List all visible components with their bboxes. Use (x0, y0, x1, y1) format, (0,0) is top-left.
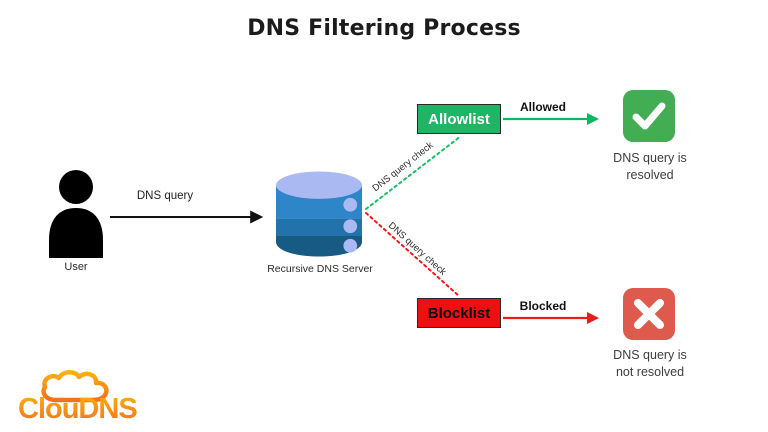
blocklist-box: Blocklist (417, 298, 501, 328)
not-resolved-caption: DNS query is not resolved (600, 347, 700, 381)
block-check-label: DNS query check (385, 220, 449, 278)
allow-check-label: DNS query check (370, 139, 436, 195)
resolved-caption-line1: DNS query is (613, 151, 687, 165)
allowlist-box: Allowlist (417, 104, 501, 134)
resolved-caption: DNS query is resolved (600, 150, 700, 184)
user-label: User (64, 261, 88, 273)
cloud-icon (41, 370, 109, 403)
cloudns-logo-text: ClouDNS (18, 393, 137, 424)
query-not-resolved-icon-box (623, 288, 675, 340)
dns-query-label: DNS query (136, 190, 194, 202)
block-check-dotted-line (365, 212, 460, 297)
cross-icon (634, 299, 664, 329)
page-title: DNS Filtering Process (247, 16, 521, 41)
allowed-label: Allowed (519, 100, 566, 114)
not-resolved-caption-line1: DNS query is (613, 348, 687, 362)
blocked-label: Blocked (519, 299, 567, 313)
server-node (276, 171, 362, 263)
database-cylinder-icon (276, 171, 362, 257)
checkmark-icon (632, 102, 666, 130)
user-node (44, 170, 108, 263)
query-resolved-icon-box (623, 90, 675, 142)
person-silhouette-icon (49, 170, 103, 258)
allow-check-dotted-line (365, 135, 462, 210)
server-label: Recursive DNS Server (267, 263, 373, 275)
resolved-caption-line2: resolved (626, 168, 674, 182)
cloudns-logo: ClouDNS (16, 370, 148, 425)
not-resolved-caption-line2: not resolved (615, 365, 685, 379)
